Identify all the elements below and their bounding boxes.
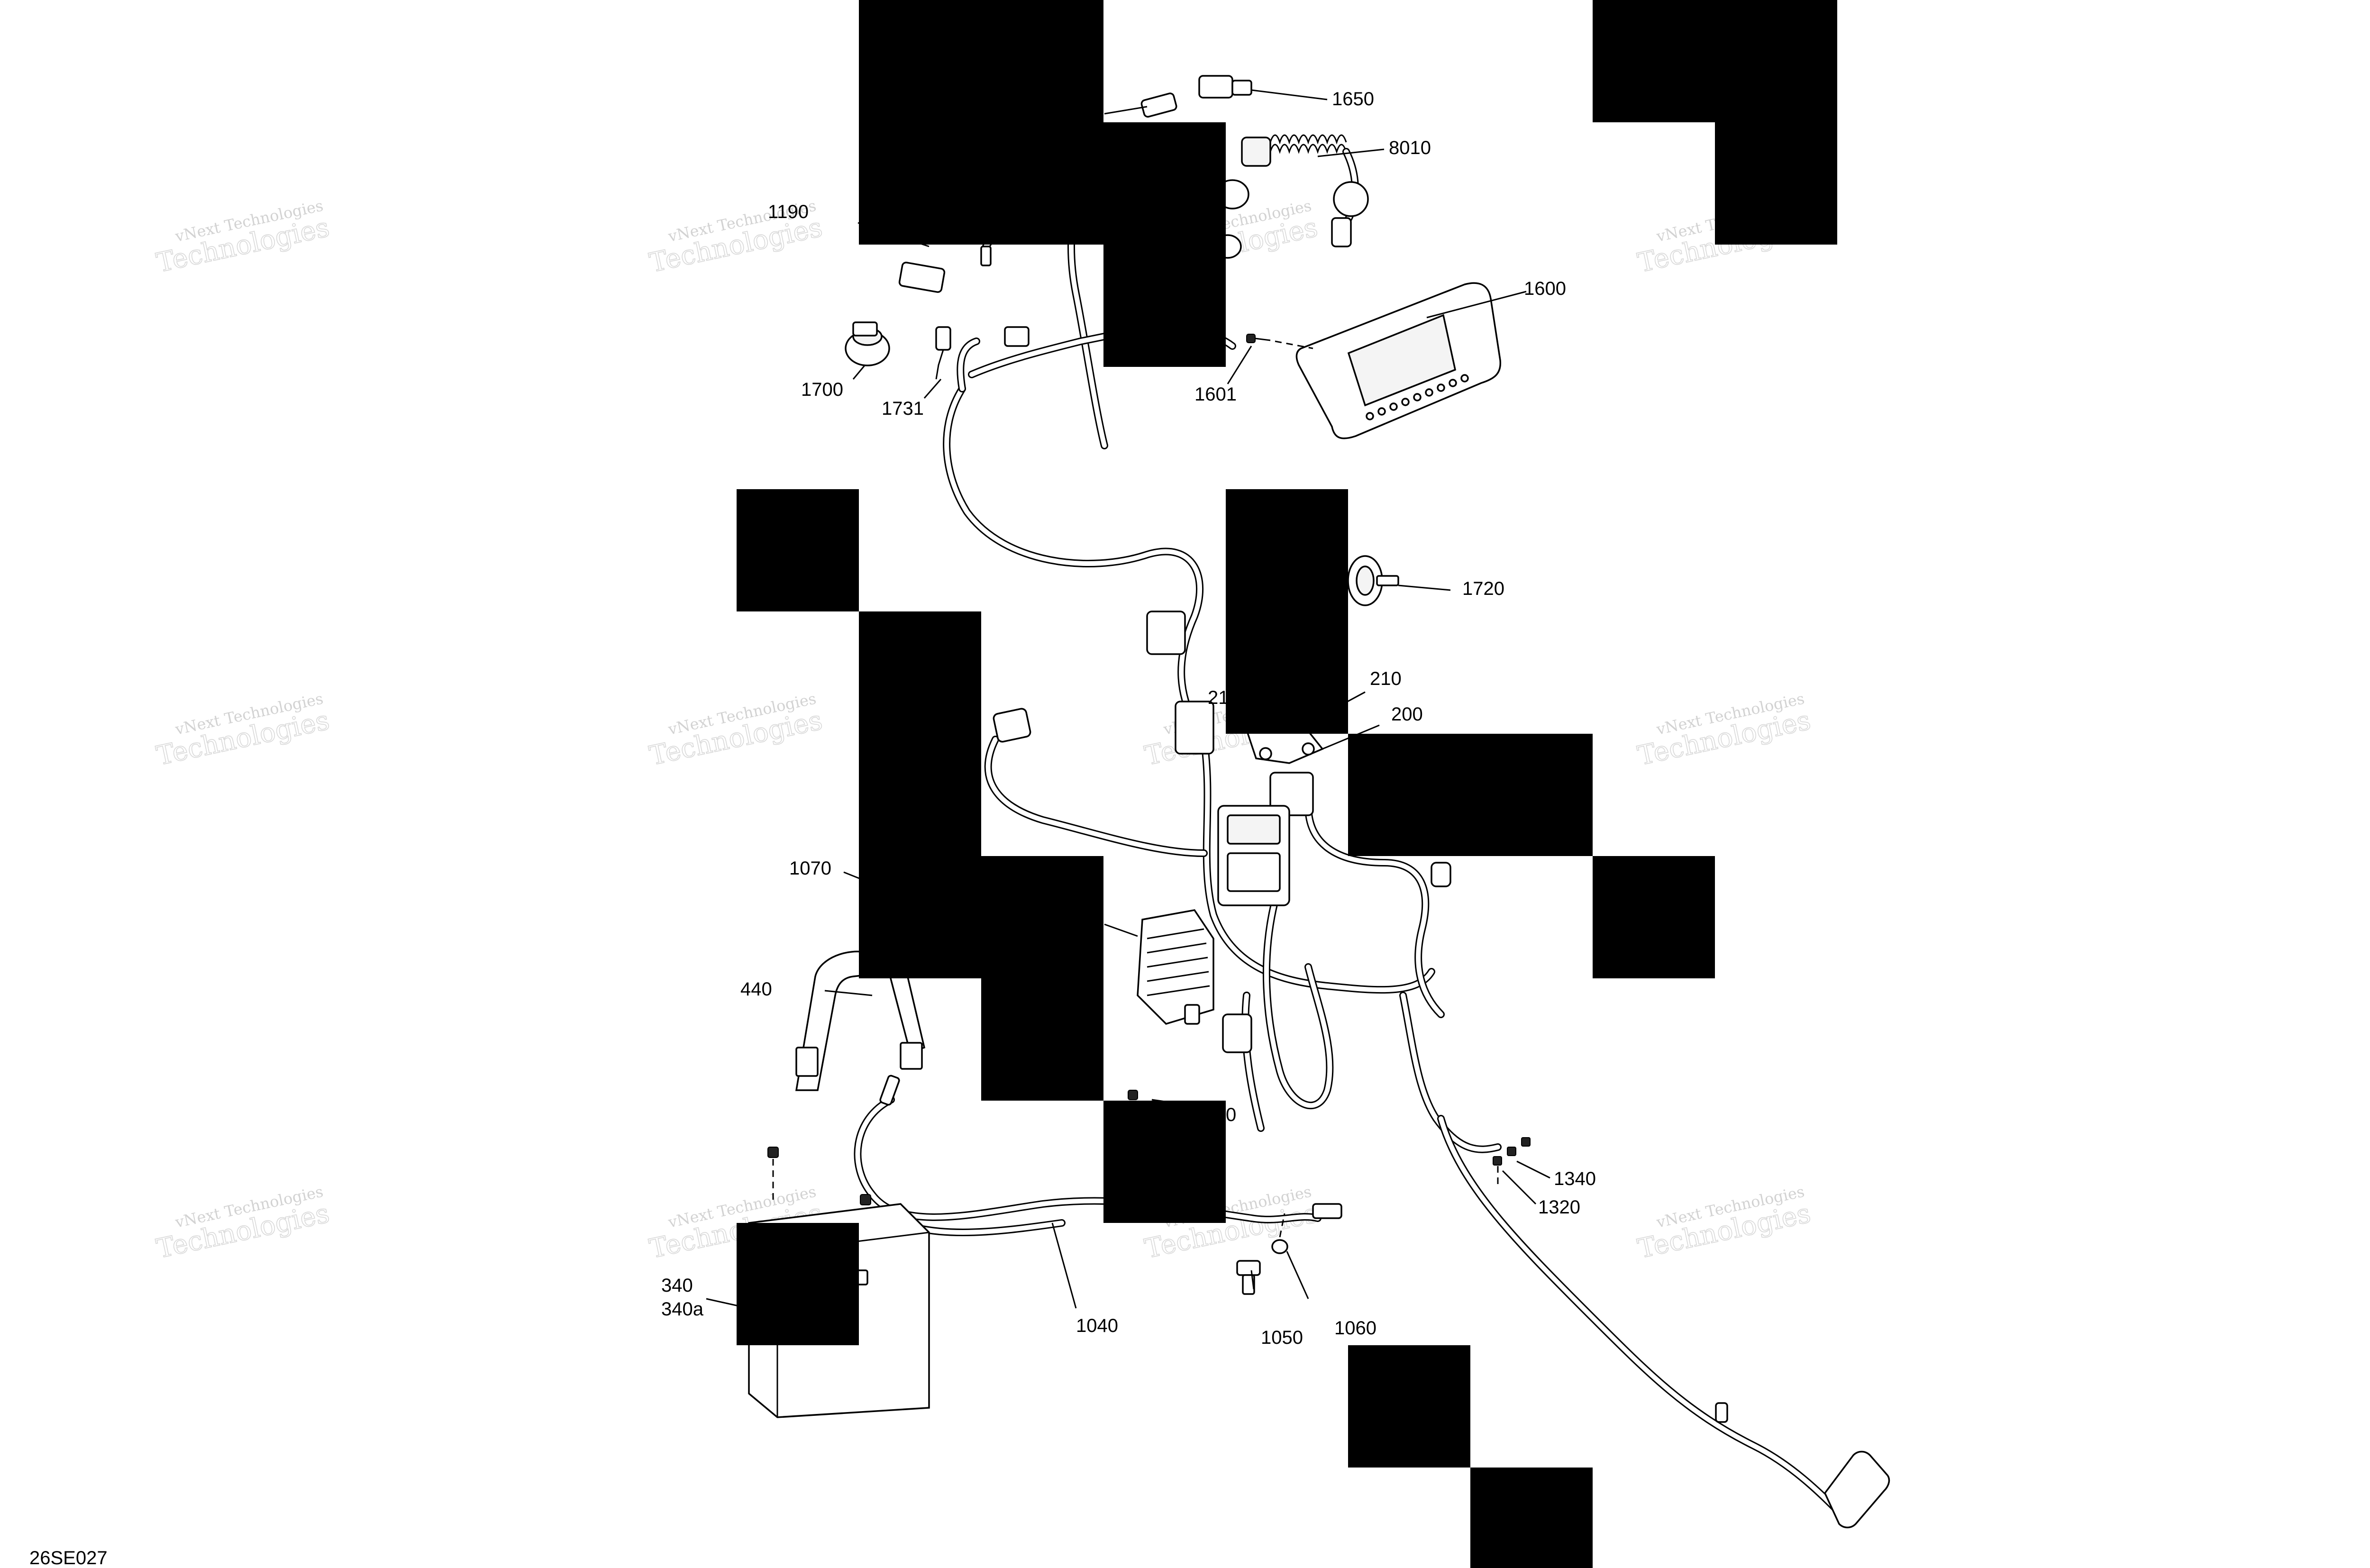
callout-0-partial: 0 (1226, 1104, 1236, 1125)
callout-1320: 1320 (1538, 1197, 1580, 1218)
callout-8010: 8010 (1389, 137, 1431, 158)
callout-1340: 1340 (1554, 1168, 1596, 1189)
callout-1601: 1601 (1194, 384, 1237, 405)
figure-code: 26SE027 (29, 1548, 108, 1568)
callout-1060: 1060 (1334, 1318, 1376, 1339)
part-1340-1320-terminals (1493, 1137, 1531, 1185)
redaction-blocks (737, 0, 1837, 1568)
callout-210: 210 (1370, 668, 1402, 689)
part-1060-washer (1271, 1213, 1288, 1254)
part-1731-plug (935, 326, 951, 380)
callout-1731: 1731 (882, 398, 924, 419)
callout-1700: 1700 (801, 379, 843, 400)
display-buttons-row (1366, 374, 1469, 420)
callout-21-partial: 21 (1208, 687, 1229, 708)
part-lower-connector (1222, 1013, 1252, 1053)
callout-1600: 1600 (1524, 278, 1566, 299)
callout-1190: 1190 (768, 201, 809, 222)
callout-440: 440 (740, 979, 772, 1000)
part-1600-display-gauge (1295, 282, 1501, 439)
callout-340a: 340a (661, 1299, 704, 1320)
callout-1050: 1050 (1261, 1327, 1303, 1348)
callout-1720: 1720 (1462, 578, 1504, 599)
part-8010-coiled-cable (1241, 134, 1369, 247)
callout-1650: 1650 (1332, 89, 1374, 109)
part-end-connector (1715, 1402, 1890, 1529)
part-battery-cable-terminals (879, 1075, 1342, 1219)
part-1720-knob (1347, 555, 1399, 606)
callout-1040: 1040 (1076, 1315, 1118, 1336)
part-1050-bolt (1236, 1260, 1261, 1295)
part-relay-box (1217, 805, 1290, 906)
callout-1070: 1070 (789, 858, 831, 879)
part-1601-screw (1246, 334, 1313, 349)
callout-340: 340 (661, 1275, 693, 1296)
part-1700-switch (845, 321, 890, 366)
callout-200: 200 (1391, 704, 1423, 725)
part-1650-connector (1104, 75, 1252, 118)
callout-labels: 1650 8010 1190 1600 1601 1700 1731 1720 … (29, 89, 1596, 1568)
part-voltage-regulator (1137, 909, 1214, 1025)
